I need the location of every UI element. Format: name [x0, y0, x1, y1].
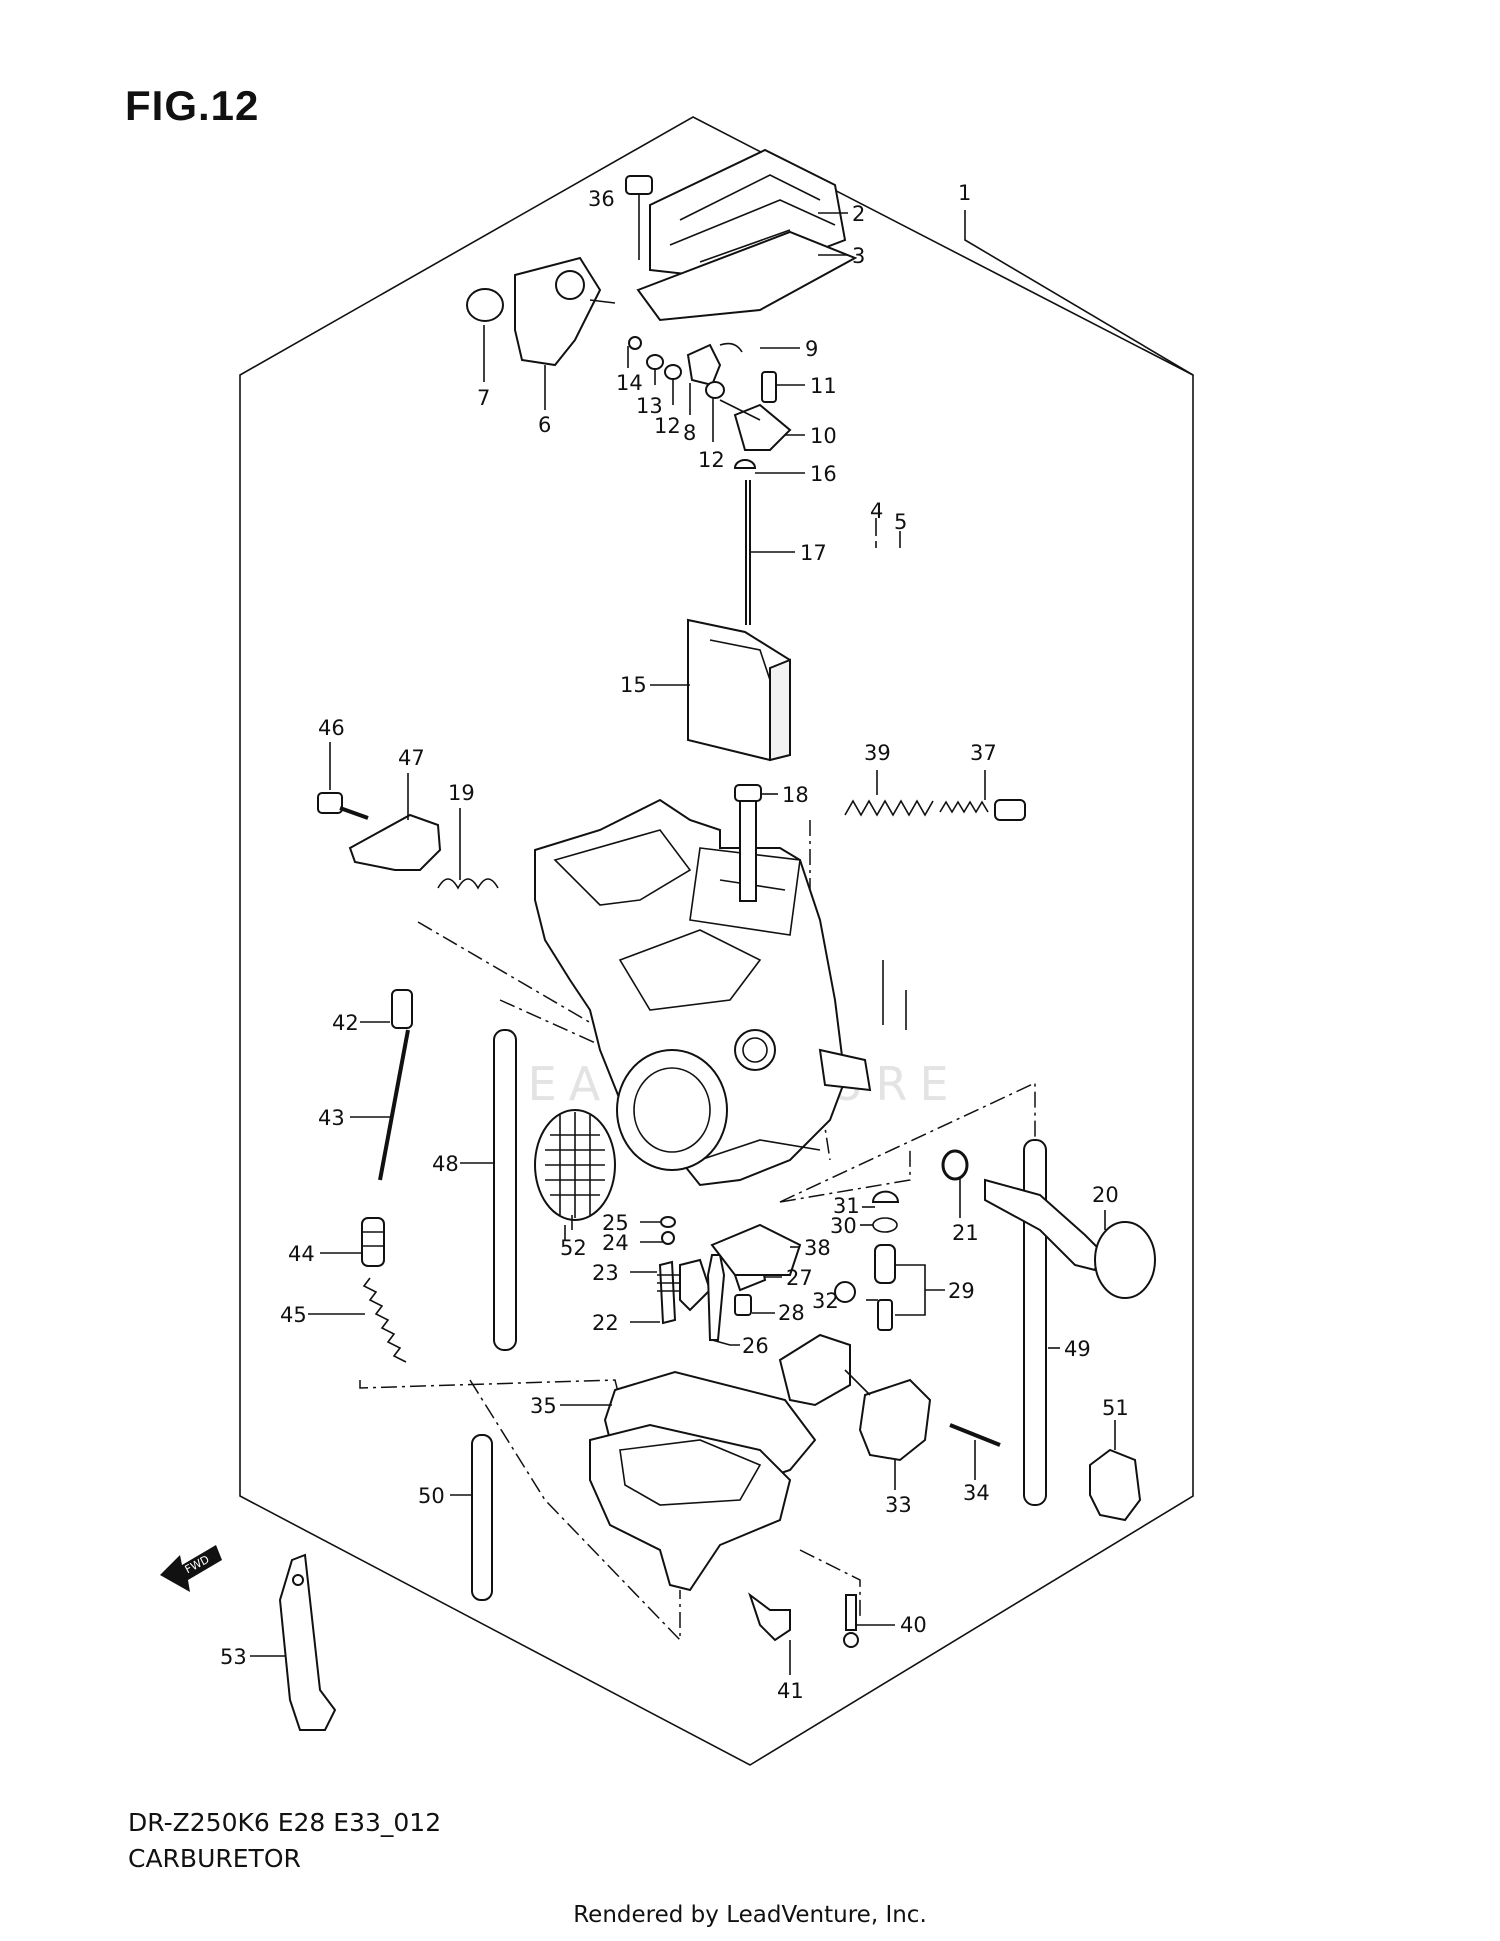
- callout-label: 31: [833, 1194, 860, 1218]
- callout-label: 36: [588, 187, 615, 211]
- lever-screw-part: [317, 792, 369, 820]
- return-spring-part: [437, 878, 499, 890]
- callout-label: 44: [288, 1242, 315, 1266]
- model-code-label: DR-Z250K6 E28 E33_012: [128, 1808, 442, 1837]
- callout-label: 15: [620, 673, 647, 697]
- throttle-valve-part: [687, 618, 791, 762]
- callout-label: 43: [318, 1106, 345, 1130]
- cover-screw-part: [625, 175, 653, 260]
- threaded-screw-part: [362, 1277, 407, 1363]
- callout-label: 34: [963, 1481, 990, 1505]
- callout-label: 53: [220, 1645, 247, 1669]
- callout-label: 17: [800, 541, 827, 565]
- callout-label: 42: [332, 1011, 359, 1035]
- callout-label: 5: [894, 510, 907, 534]
- spring-part: [844, 799, 934, 817]
- footer-credit: Rendered by LeadVenture, Inc.: [573, 1902, 927, 1928]
- figure-title: FIG.12: [125, 82, 260, 129]
- callout-label: 52: [560, 1236, 587, 1260]
- washer-part: [466, 288, 504, 322]
- callout-label: 4: [870, 499, 883, 523]
- callout-label: 37: [970, 741, 997, 765]
- hose-guide-part: [278, 1553, 337, 1731]
- callout-label: 13: [636, 394, 663, 418]
- throttle-lever-part: [514, 256, 616, 367]
- carburetor-body-part: [534, 798, 872, 1187]
- callout-label: 50: [418, 1484, 445, 1508]
- hose-clamp-part: [1089, 1448, 1142, 1522]
- callout-label: 28: [778, 1301, 805, 1325]
- callout-label: 45: [280, 1303, 307, 1327]
- adjuster-screw-part: [939, 799, 1026, 821]
- callout-label: 25: [602, 1211, 629, 1235]
- callout-label: 49: [1064, 1337, 1091, 1361]
- callout-label: 41: [777, 1679, 804, 1703]
- linkage-small-parts: [628, 336, 743, 399]
- callout-label: 51: [1102, 1396, 1129, 1420]
- bracket-part: [719, 371, 792, 469]
- callout-label: 40: [900, 1613, 927, 1637]
- callout-label: 47: [398, 746, 425, 770]
- cover-gasket-part: [636, 230, 858, 322]
- float-bowl-part: [589, 1423, 792, 1592]
- callout-label: 29: [948, 1279, 975, 1303]
- callout-label: 18: [782, 783, 809, 807]
- leader-lines: [250, 210, 1194, 1675]
- callout-label: 3: [852, 244, 865, 268]
- callout-label: 46: [318, 716, 345, 740]
- callout-label: 27: [786, 1266, 813, 1290]
- rod-part: [378, 1029, 410, 1181]
- vent-tube-part: [493, 1029, 517, 1351]
- callout-label: 7: [477, 386, 490, 410]
- callout-label: 24: [602, 1231, 629, 1255]
- plug-screw-part: [748, 1592, 791, 1642]
- callout-label: 22: [592, 1311, 619, 1335]
- callout-label: 11: [810, 374, 837, 398]
- drain-tube-part: [471, 1434, 493, 1601]
- callout-label: 38: [804, 1236, 831, 1260]
- drain-screw-part: [843, 1594, 859, 1648]
- o-ring-part: [941, 1149, 969, 1181]
- stop-screw-part: [734, 784, 762, 902]
- intake-bell-part: [616, 1049, 728, 1171]
- callout-label: 20: [1092, 1183, 1119, 1207]
- callout-label: 2: [852, 202, 865, 226]
- callout-label: 33: [885, 1493, 912, 1517]
- callout-label: 48: [432, 1152, 459, 1176]
- callout-label: 39: [864, 741, 891, 765]
- callout-label: 12: [654, 414, 681, 438]
- fwd-arrow-icon: FWD: [160, 1545, 222, 1592]
- callout-label: 21: [952, 1221, 979, 1245]
- callout-label: 1: [958, 181, 971, 205]
- callout-label: 8: [683, 421, 696, 445]
- callout-label: 35: [530, 1394, 557, 1418]
- callout-label: 9: [805, 337, 818, 361]
- callout-labels: 1 2 3 4 5 6 7 8 9 10 11 12 12 13 14 15 1…: [220, 181, 1129, 1703]
- callout-label: 10: [810, 424, 837, 448]
- float-part: [778, 1333, 932, 1462]
- callout-label: 12: [698, 448, 725, 472]
- callout-label: 16: [810, 462, 837, 486]
- callout-label: 6: [538, 413, 551, 437]
- starter-knob-part: [984, 1178, 1156, 1299]
- section-name-label: CARBURETOR: [128, 1844, 301, 1873]
- callout-label: 30: [830, 1214, 857, 1238]
- callout-label: 26: [742, 1334, 769, 1358]
- callout-label: 32: [812, 1289, 839, 1313]
- jet-parts-group: [657, 1216, 802, 1341]
- starter-plunger-parts: [834, 1190, 900, 1331]
- starter-lever-part: [348, 813, 442, 871]
- nut-part: [391, 989, 413, 1029]
- adjuster-part: [361, 1217, 385, 1267]
- float-pin-part: [949, 1423, 1001, 1447]
- callout-label: 19: [448, 781, 475, 805]
- callout-label: 23: [592, 1261, 619, 1285]
- callout-label: 14: [616, 371, 643, 395]
- air-funnel-part: [534, 1109, 616, 1221]
